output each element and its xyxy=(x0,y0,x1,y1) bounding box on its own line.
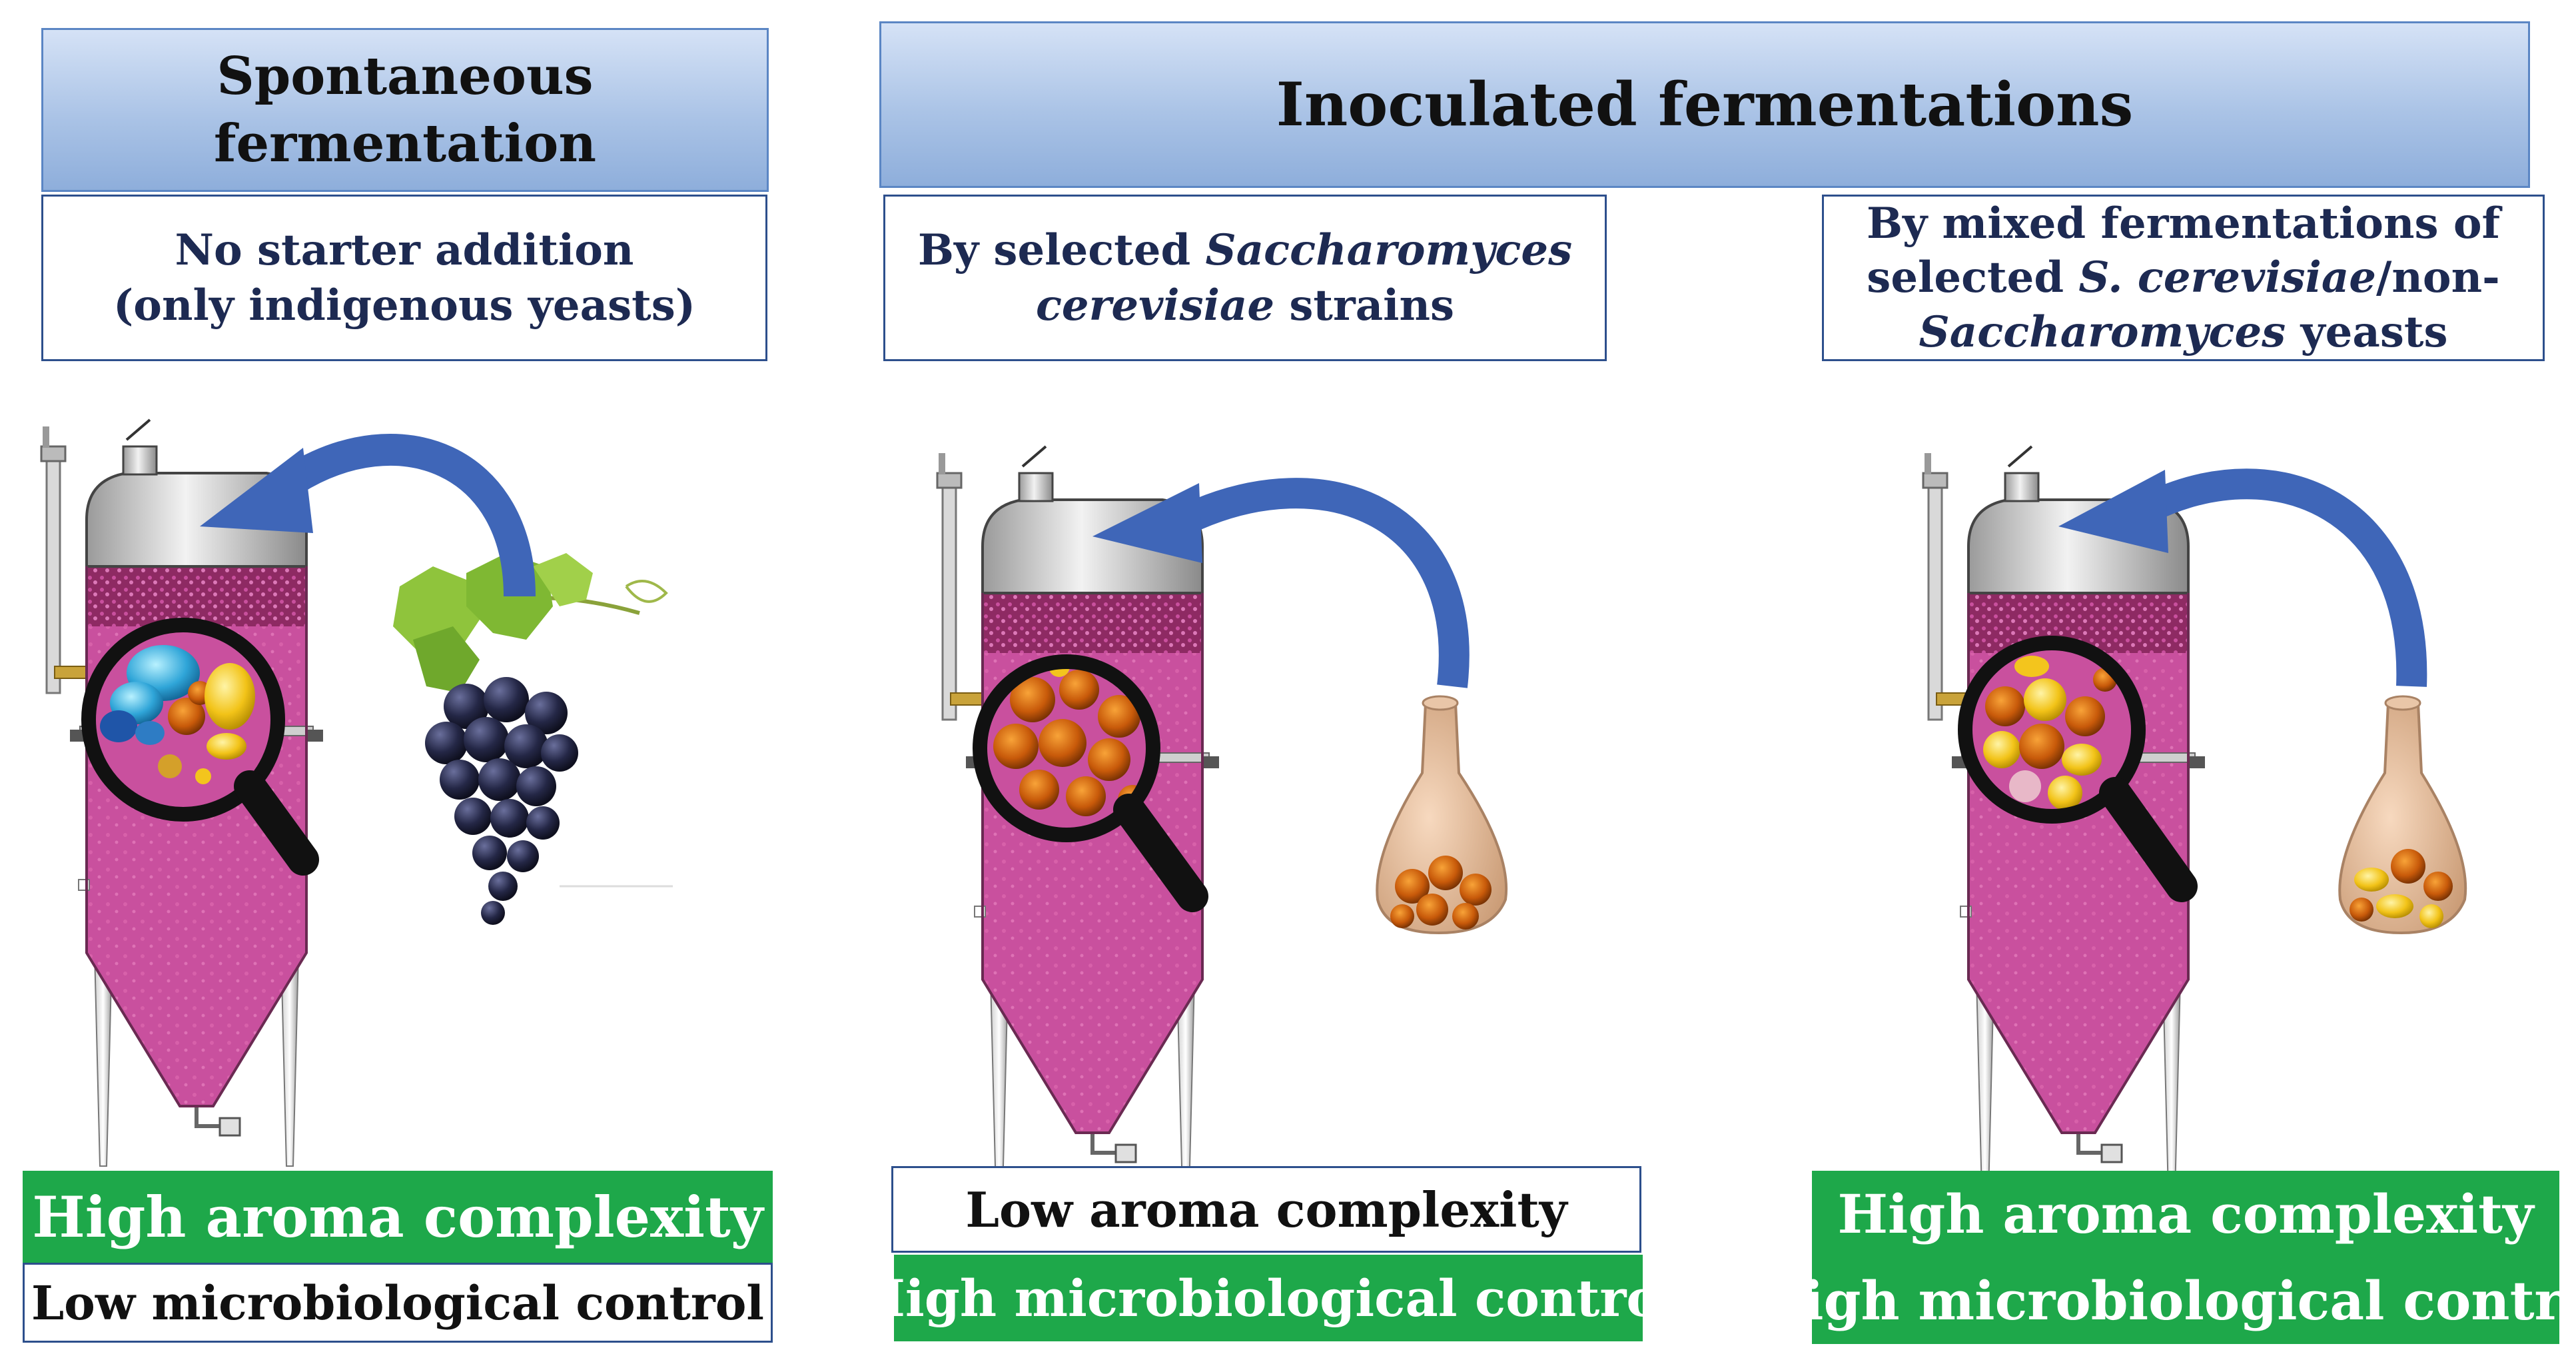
col3-description-text-a: selected xyxy=(1867,253,2079,303)
col2-description-text-a: By selected xyxy=(917,225,1206,275)
spontaneous-header: Spontaneous fermentation xyxy=(41,28,769,192)
col2-magnifying-glass-icon xyxy=(973,654,1160,842)
inoculated-header-label: Inoculated fermentations xyxy=(1276,69,2134,140)
col2-starter-flask-icon xyxy=(1376,695,1508,935)
col1-aroma-label: High aroma complexity xyxy=(23,1171,773,1263)
col1-aroma-text: High aroma complexity xyxy=(32,1183,763,1250)
col3-starter-flask-icon xyxy=(2338,695,2467,935)
spontaneous-header-line1: Spontaneous xyxy=(216,45,594,107)
col3-description-italic-a: S. cerevisiae xyxy=(2078,253,2377,303)
col3-description-text-c: yeasts xyxy=(2286,307,2448,357)
col1-description-box: No starter addition (only indigenous yea… xyxy=(41,195,767,361)
col2-description-box: By selected Saccharomyces cerevisiae str… xyxy=(883,195,1607,361)
col1-curved-arrow-icon xyxy=(200,434,536,597)
col2-aroma-label: Low aroma complexity xyxy=(891,1166,1641,1253)
col3-outcome-box: High aroma complexity High microbiologic… xyxy=(1753,1171,2576,1344)
col2-control-label: High microbiological control xyxy=(857,1255,1679,1341)
inoculated-header: Inoculated fermentations xyxy=(879,21,2530,188)
col1-magnifying-glass-icon xyxy=(81,618,285,822)
col3-magnifying-glass-icon xyxy=(1958,636,2146,824)
col1-description-line2: (only indigenous yeasts) xyxy=(113,281,695,331)
col1-description-line1: No starter addition xyxy=(175,225,634,275)
col3-description-line1: By mixed fermentations of xyxy=(1866,199,2501,249)
col3-control-text: High microbiological control xyxy=(1753,1269,2576,1332)
grape-bunch-icon xyxy=(393,553,668,925)
col3-curved-arrow-icon xyxy=(2058,468,2427,687)
spontaneous-header-line2: fermentation xyxy=(213,113,597,174)
col1-control-text: Low microbiological control xyxy=(31,1275,765,1331)
col3-description-italic-b: Saccharomyces xyxy=(1919,307,2286,357)
col1-control-label: Low microbiological control xyxy=(23,1263,773,1343)
col2-description-text-b: strains xyxy=(1274,281,1455,331)
col3-aroma-text: High aroma complexity xyxy=(1837,1183,2534,1245)
col2-control-text: High microbiological control xyxy=(857,1268,1679,1328)
col2-aroma-text: Low aroma complexity xyxy=(965,1181,1567,1238)
col2-description-italic-a: Saccharomyces xyxy=(1205,225,1573,275)
col2-description-italic-b: cerevisiae xyxy=(1035,281,1275,331)
col2-curved-arrow-icon xyxy=(1092,478,1470,688)
col3-description-box: By mixed fermentations of selected S. ce… xyxy=(1822,195,2545,361)
col3-description-text-b: /non- xyxy=(2376,253,2500,303)
